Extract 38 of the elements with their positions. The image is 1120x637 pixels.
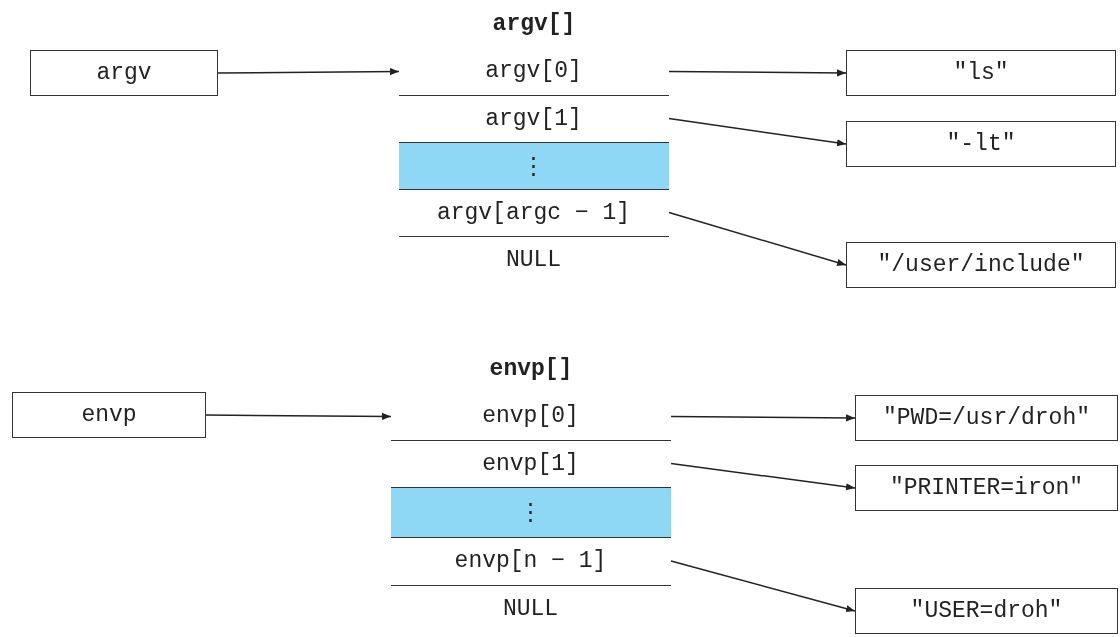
- node-label: envp[0]: [482, 403, 579, 429]
- node-label: envp[n − 1]: [454, 548, 607, 574]
- array-title: argv[]: [491, 11, 577, 37]
- arrow: [670, 414, 856, 422]
- node-label: envp: [81, 402, 137, 428]
- node-label: argv[0]: [485, 58, 582, 84]
- node-label: argv: [96, 60, 152, 86]
- node-label: "PWD=/usr/droh": [882, 405, 1090, 431]
- text-box: [855, 465, 1118, 511]
- arrow: [670, 560, 856, 613]
- arrow: [670, 462, 856, 491]
- arrow: [668, 69, 847, 77]
- arrow: [205, 412, 392, 421]
- text-box: [30, 50, 218, 96]
- node-label: envp[1]: [482, 450, 579, 477]
- node-label: ⋮: [522, 152, 545, 180]
- array-title: envp[]: [488, 356, 574, 382]
- arrow: [668, 211, 847, 266]
- text-box: [855, 395, 1118, 441]
- node-label: "-lt": [946, 131, 1016, 157]
- ellipsis-cell: [398, 141, 669, 189]
- ellipsis-cell: [390, 486, 671, 537]
- text-box: [855, 588, 1118, 634]
- node-label: argv[argc − 1]: [436, 199, 631, 226]
- arrow: [217, 67, 400, 76]
- node-label: NULL: [502, 595, 559, 622]
- node-label: ⋮: [519, 499, 542, 526]
- node-label: "/user/include": [877, 252, 1085, 278]
- text-box: [12, 392, 206, 438]
- node-label: argv[1]: [485, 105, 582, 132]
- node-label: NULL: [505, 247, 562, 273]
- node-label: "ls": [953, 60, 1009, 86]
- text-box: [846, 242, 1116, 288]
- node-label: "USER=droh": [910, 598, 1063, 624]
- text-box: [846, 50, 1116, 96]
- text-box: [846, 121, 1116, 167]
- node-label: "PRINTER=iron": [889, 475, 1084, 501]
- arrow: [668, 117, 847, 147]
